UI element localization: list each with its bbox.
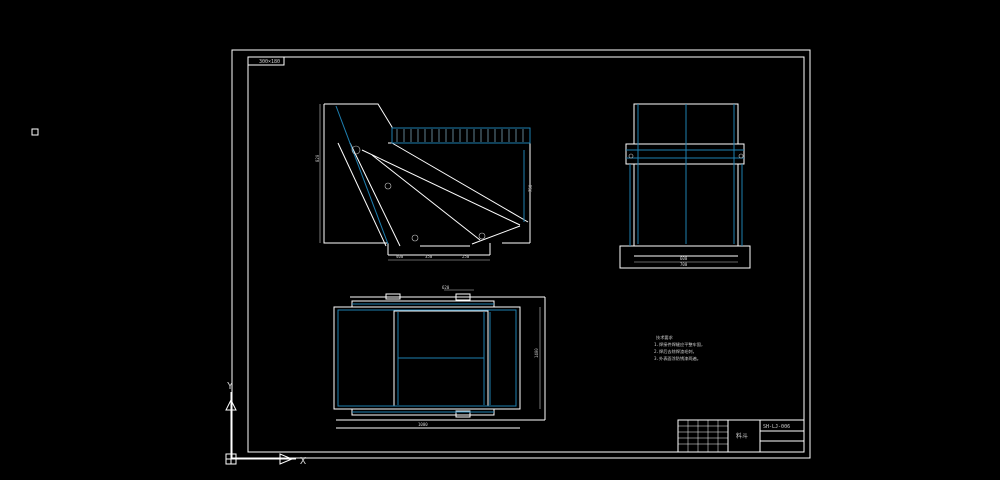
front-dim-5: 750 <box>528 184 533 192</box>
top-dim-3: 620 <box>442 285 450 290</box>
top-dim-2: 1400 <box>534 348 539 358</box>
note-line-2: 2.焊后去除焊渣毛刺， <box>654 348 697 355</box>
title-block[interactable] <box>677 419 805 453</box>
side-dim-1: 600 <box>680 256 688 261</box>
ucs-icon <box>225 392 296 465</box>
side-view[interactable] <box>619 103 751 269</box>
ucs-x-label: X <box>300 456 306 467</box>
sheet-label: 300×180 <box>259 59 280 65</box>
ucs-y-label: Y <box>227 381 233 392</box>
title-block-name: 料斗 <box>736 432 748 440</box>
top-view[interactable] <box>333 289 546 429</box>
front-dim-4: 250 <box>462 254 470 259</box>
front-dim-3: 400 <box>396 254 404 259</box>
technical-notes: 技术要求 1.焊接件焊缝应平整牢固， 2.焊后去除焊渣毛刺， 3.外表面涂防锈漆… <box>654 334 705 362</box>
pickbox-icon <box>31 128 39 136</box>
front-view[interactable] <box>319 103 531 261</box>
note-line-3: 3.外表面涂防锈漆两遍。 <box>654 355 701 362</box>
notes-title: 技术要求 <box>656 334 674 341</box>
top-dim-1: 1000 <box>418 422 428 427</box>
side-dim-2: 700 <box>680 262 688 267</box>
drawing-number: SH-LJ-006 <box>763 424 790 430</box>
front-dim-1: 820 <box>315 154 320 162</box>
sheet-frame <box>231 49 811 459</box>
front-dim-2: 350 <box>425 254 433 259</box>
note-line-1: 1.焊接件焊缝应平整牢固， <box>654 341 705 348</box>
